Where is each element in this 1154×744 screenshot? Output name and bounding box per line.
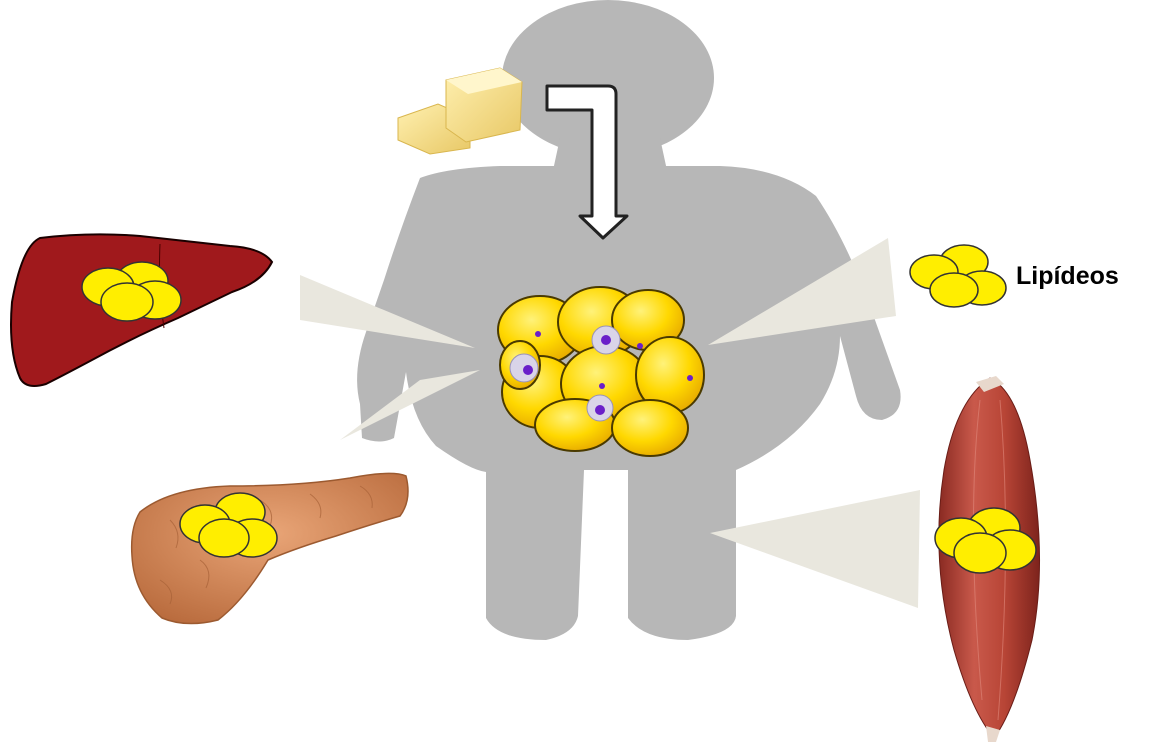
muscle-pointer-wedge [710, 490, 920, 608]
legend-label: Lipídeos [1016, 262, 1119, 291]
legend-lipid-cluster-icon [910, 245, 1006, 307]
butter-icon [398, 68, 522, 154]
